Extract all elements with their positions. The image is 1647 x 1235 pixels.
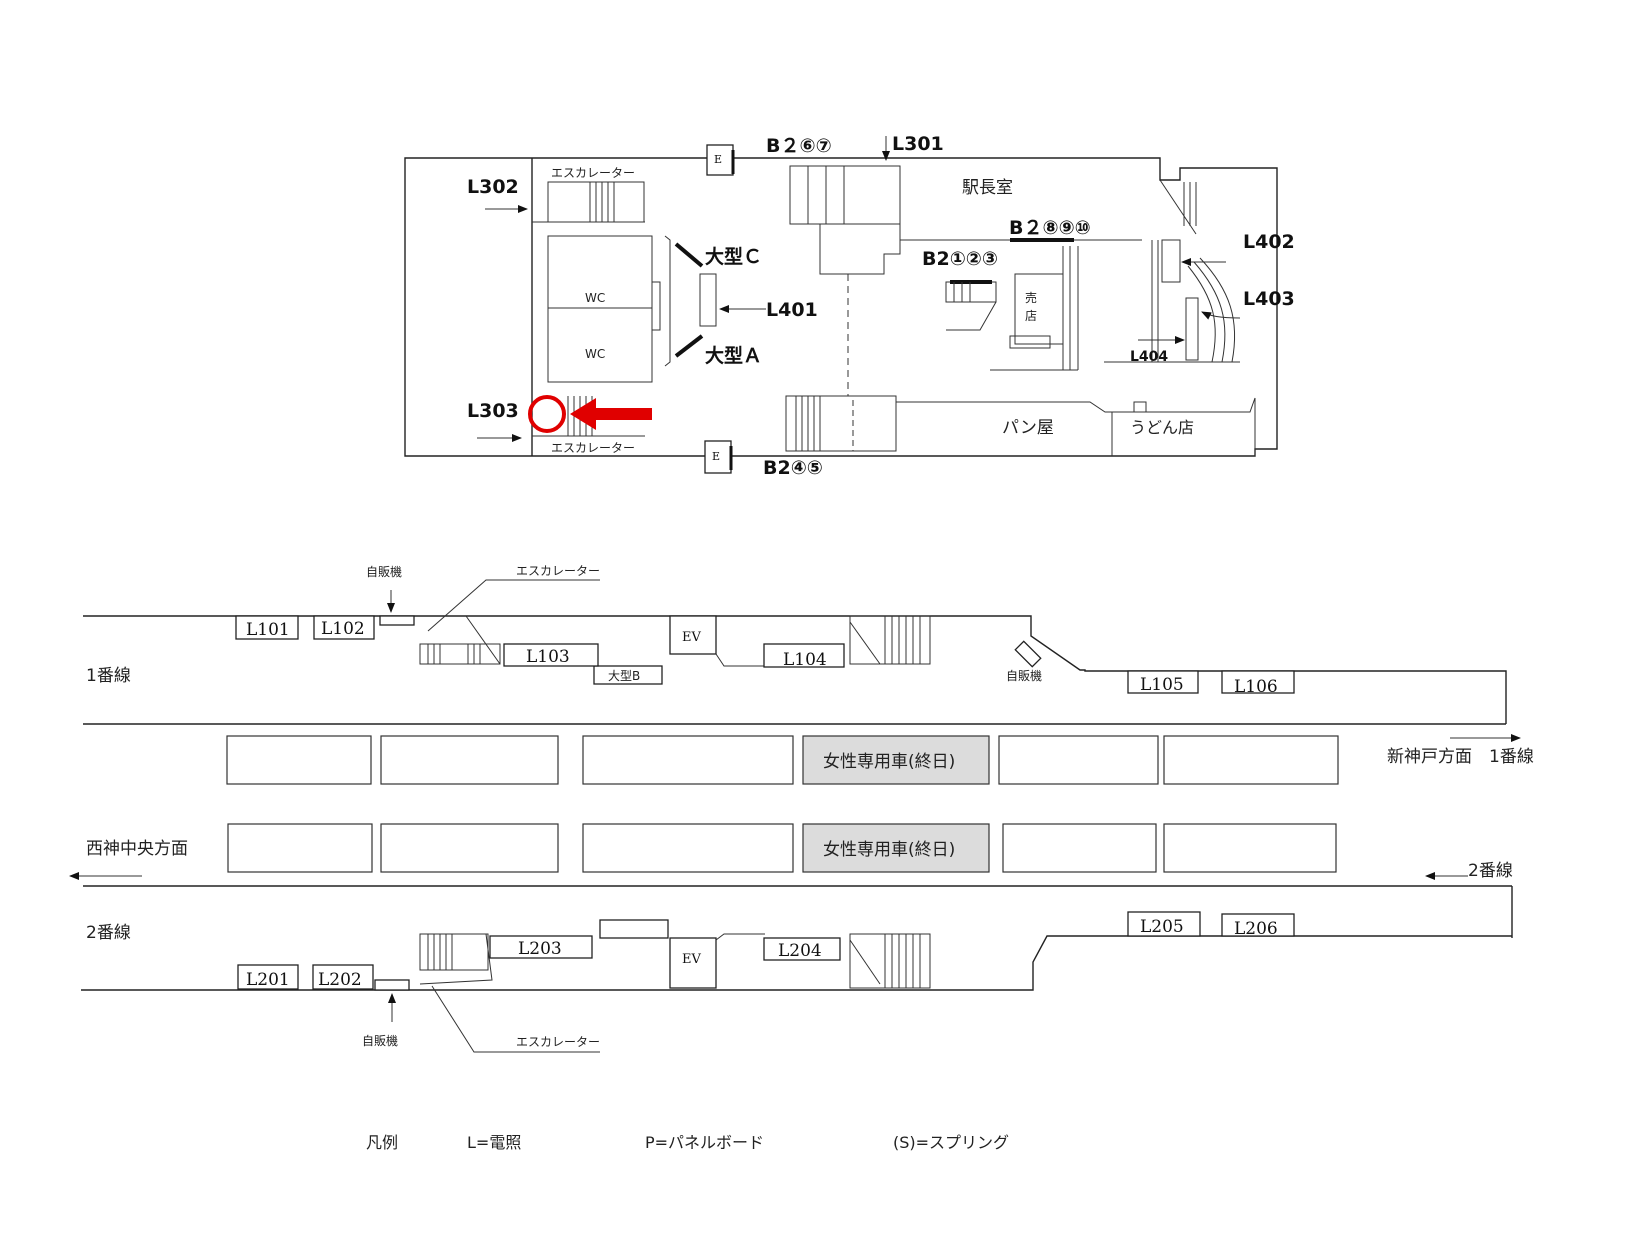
light-L203: L203 <box>518 939 562 959</box>
room-kiosk-2: 店 <box>1025 309 1037 323</box>
track-1-label: 1番線 <box>86 666 131 686</box>
legend-p: P=パネルボード <box>645 1133 764 1152</box>
exit-b2-67: B２⑥⑦ <box>766 135 832 157</box>
light-L206: L206 <box>1234 919 1278 939</box>
label-L402: L402 <box>1243 231 1295 253</box>
label-L303: L303 <box>467 400 519 422</box>
track-2-label: 2番線 <box>86 923 131 943</box>
vending-top-mid: 自販機 <box>1006 668 1042 683</box>
vending-bottom: 自販機 <box>362 1033 398 1048</box>
light-L105: L105 <box>1140 675 1184 695</box>
direction-seishin: 西神中央方面 <box>86 839 188 859</box>
light-L106: L106 <box>1234 677 1278 697</box>
highlight-circle <box>528 395 566 433</box>
exit-b2-8910: B２⑧⑨⑩ <box>1009 217 1091 239</box>
light-L104: L104 <box>783 650 827 670</box>
room-wc-top: WC <box>585 291 605 305</box>
label-L302: L302 <box>467 176 519 198</box>
elevator-bottom: E <box>712 450 720 463</box>
exit-b2-45: B2④⑤ <box>763 457 823 479</box>
platform-lights <box>235 615 1295 990</box>
exit-b2-123: B2①②③ <box>922 248 998 270</box>
legend-s: (S)=スプリング <box>893 1133 1009 1152</box>
escalator-top-label: エスカレーター <box>551 166 635 180</box>
large-a-label: 大型Ａ <box>705 344 762 367</box>
legend: 凡例 L=電照 P=パネルボード (S)=スプリング <box>366 1133 1009 1152</box>
room-wc-bottom: WC <box>585 347 605 361</box>
women-car-top: 女性専用車(終日) <box>823 752 955 772</box>
light-L201: L201 <box>246 970 290 990</box>
large-b-label: 大型B <box>608 669 640 683</box>
light-L202: L202 <box>318 970 362 990</box>
highlight-arrow <box>570 398 652 430</box>
room-kiosk-1: 売 <box>1025 290 1037 305</box>
light-L101: L101 <box>246 620 290 640</box>
elevator-top: E <box>714 153 722 166</box>
escalator-bottom-platform: エスカレーター <box>516 1035 600 1049</box>
train-cars <box>226 735 1339 873</box>
room-bakery: パン屋 <box>1002 418 1054 438</box>
light-L205: L205 <box>1140 917 1184 937</box>
label-L404: L404 <box>1130 349 1168 365</box>
label-L403: L403 <box>1243 288 1295 310</box>
concourse-plan <box>404 136 1278 474</box>
legend-title: 凡例 <box>366 1133 398 1152</box>
direction-shinkobe: 新神戸方面 1番線 <box>1387 747 1534 767</box>
platform-plan <box>69 579 1521 1053</box>
light-L204: L204 <box>778 941 822 961</box>
large-c-label: 大型Ｃ <box>705 245 762 268</box>
room-station-master: 駅長室 <box>962 178 1013 198</box>
label-L301: L301 <box>892 133 944 155</box>
vending-top-left: 自販機 <box>366 564 402 579</box>
light-L102: L102 <box>321 619 365 639</box>
room-udon: うどん店 <box>1130 418 1194 437</box>
women-car-bottom: 女性専用車(終日) <box>823 840 955 860</box>
direction-track2: 2番線 <box>1468 861 1513 881</box>
escalator-bottom-label: エスカレーター <box>551 441 635 455</box>
light-L103: L103 <box>526 647 570 667</box>
ev-bottom: EV <box>682 952 701 967</box>
ev-top: EV <box>682 630 701 645</box>
legend-l: L=電照 <box>467 1133 521 1152</box>
escalator-top-platform: エスカレーター <box>516 564 600 578</box>
label-L401: L401 <box>766 299 818 321</box>
